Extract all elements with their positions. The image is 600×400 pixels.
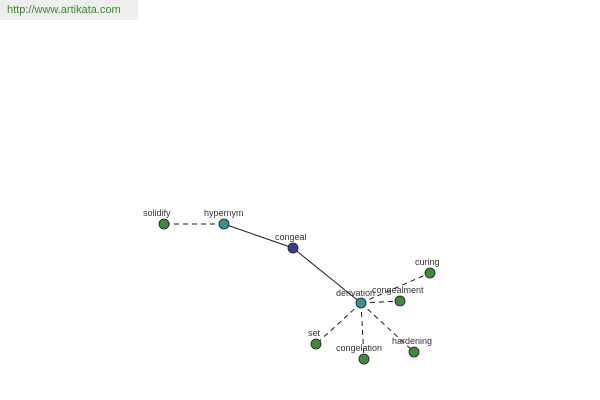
node-label-hardening: hardening [392, 336, 432, 346]
node-label-curing: curing [415, 257, 440, 267]
node-label-hypernym: hypernym [204, 208, 244, 218]
node-label-congelation: congelation [336, 343, 382, 353]
node-label-solidify: solidify [143, 208, 171, 218]
edge-derivation-hardening [360, 302, 415, 353]
graph-labels: congeal hypernym derivation solidify curing c… [143, 208, 440, 353]
graph-edges [164, 223, 431, 360]
edge-derivation-congealment [360, 300, 401, 304]
graph-nodes [158, 218, 436, 365]
node-label-derivation: derivation [336, 288, 375, 298]
source-url-link[interactable]: http://www.artikata.com [7, 4, 121, 16]
edge-derivation-congelation [360, 302, 365, 360]
node-hypernym[interactable] [218, 218, 230, 230]
node-congelation[interactable] [358, 353, 370, 365]
node-curing[interactable] [424, 267, 436, 279]
node-label-set: set [308, 328, 321, 338]
node-label-congealment: congealment [372, 285, 424, 295]
node-hardening[interactable] [408, 346, 420, 358]
edge-derivation-set [315, 302, 362, 345]
edge-derivation-curing [360, 272, 431, 304]
node-solidify[interactable] [158, 218, 170, 230]
edge-congeal-derivation [292, 247, 362, 304]
source-url-banner: http://www.artikata.com [0, 0, 138, 20]
node-congeal[interactable] [287, 242, 299, 254]
edge-congeal-hypernym [223, 223, 294, 249]
node-congealment[interactable] [394, 295, 406, 307]
node-derivation[interactable] [355, 297, 367, 309]
node-set[interactable] [310, 338, 322, 350]
node-label-congeal: congeal [275, 232, 307, 242]
